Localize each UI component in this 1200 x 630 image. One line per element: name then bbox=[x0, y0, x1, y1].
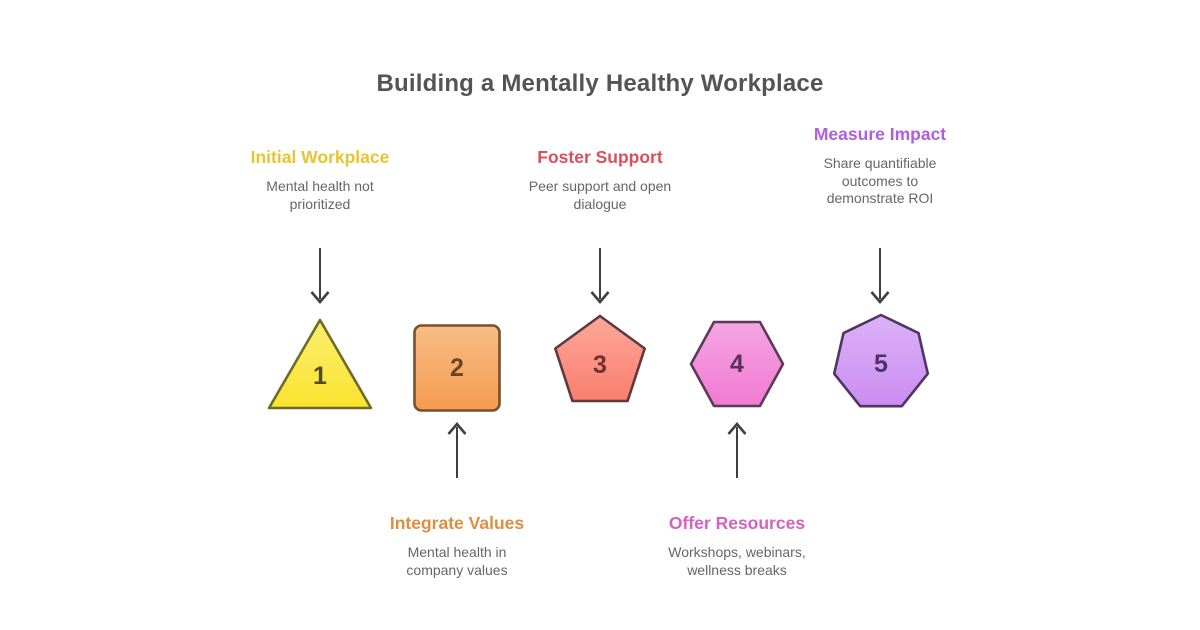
step-5-title: Measure Impact bbox=[813, 124, 947, 144]
step-5-description: Share quantifiable outcomes to demonstra… bbox=[823, 155, 937, 206]
step-1-text-block: Initial Workplace Mental health not prio… bbox=[220, 147, 420, 213]
step-3-pentagon-shape: 3 bbox=[551, 313, 649, 407]
step-3-description: Peer support and open dialogue bbox=[528, 178, 672, 212]
step-2-title: Integrate Values bbox=[389, 513, 525, 533]
step-1-title: Initial Workplace bbox=[250, 147, 390, 167]
step-3-down-arrow-icon bbox=[588, 246, 612, 308]
step-5-heptagon-shape: 5 bbox=[831, 312, 931, 412]
step-2-description: Mental health in company values bbox=[406, 544, 508, 578]
step-3-title: Foster Support bbox=[537, 147, 663, 167]
step-4-hexagon-shape: 4 bbox=[688, 319, 786, 409]
step-5-down-arrow-icon bbox=[868, 246, 892, 308]
step-4-text-block: Offer Resources Workshops, webinars, wel… bbox=[637, 513, 837, 579]
step-1-down-arrow-icon bbox=[308, 246, 332, 308]
page-title: Building a Mentally Healthy Workplace bbox=[376, 70, 824, 97]
step-3-text-block: Foster Support Peer support and open dia… bbox=[500, 147, 700, 213]
step-2-text-block: Integrate Values Mental health in compan… bbox=[357, 513, 557, 579]
step-4-title: Offer Resources bbox=[668, 513, 806, 533]
step-2-square-shape: 2 bbox=[413, 324, 501, 412]
step-1-triangle-shape: 1 bbox=[265, 316, 375, 412]
step-4-description: Workshops, webinars, wellness breaks bbox=[668, 544, 806, 578]
step-4-up-arrow-icon bbox=[725, 418, 749, 480]
step-5-text-block: Measure Impact Share quantifiable outcom… bbox=[780, 124, 980, 208]
step-1-description: Mental health not prioritized bbox=[266, 178, 374, 212]
step-2-up-arrow-icon bbox=[445, 418, 469, 480]
